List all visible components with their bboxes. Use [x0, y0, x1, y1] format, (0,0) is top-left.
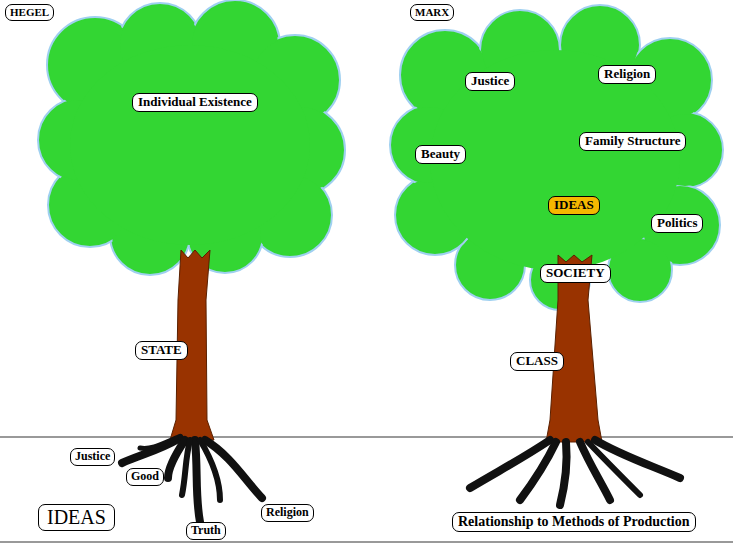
label-box: Family Structure [579, 132, 686, 151]
label-box: MARX [410, 4, 454, 21]
label-box: Good [126, 468, 164, 486]
label-text: Politics [657, 216, 697, 231]
label-box: HEGEL [5, 4, 54, 21]
label-text: STATE [141, 343, 182, 358]
label-text: Justice [471, 74, 509, 89]
label-box: Relationship to Methods of Production [452, 512, 696, 532]
label-box: Truth [186, 522, 226, 540]
label-text: Religion [604, 67, 650, 82]
label-box: Justice [465, 72, 515, 91]
label-box: STATE [135, 341, 188, 360]
label-box: Politics [651, 214, 703, 233]
label-box: Individual Existence [132, 93, 258, 112]
label-text: Good [131, 470, 159, 484]
label-text: MARX [415, 6, 449, 19]
label-box: SOCIETY [540, 264, 611, 283]
label-text: Justice [75, 450, 110, 464]
label-text: Beauty [421, 147, 460, 162]
label-box: Religion [261, 504, 314, 522]
label-text: IDEAS [554, 198, 594, 213]
label-text: SOCIETY [546, 266, 605, 281]
label-box: Beauty [415, 145, 466, 164]
label-text: IDEAS [47, 506, 106, 529]
label-text: Individual Existence [138, 95, 252, 110]
label-text: HEGEL [10, 6, 49, 19]
label-box: IDEAS [548, 196, 600, 215]
label-box: IDEAS [38, 504, 115, 531]
label-text: Truth [191, 524, 221, 538]
label-text: CLASS [516, 354, 558, 369]
label-box: Religion [598, 65, 656, 84]
label-box: CLASS [510, 352, 564, 371]
label-text: Religion [266, 506, 309, 520]
label-text: Family Structure [585, 134, 680, 149]
label-box: Justice [70, 448, 115, 466]
label-text: Relationship to Methods of Production [458, 514, 690, 530]
